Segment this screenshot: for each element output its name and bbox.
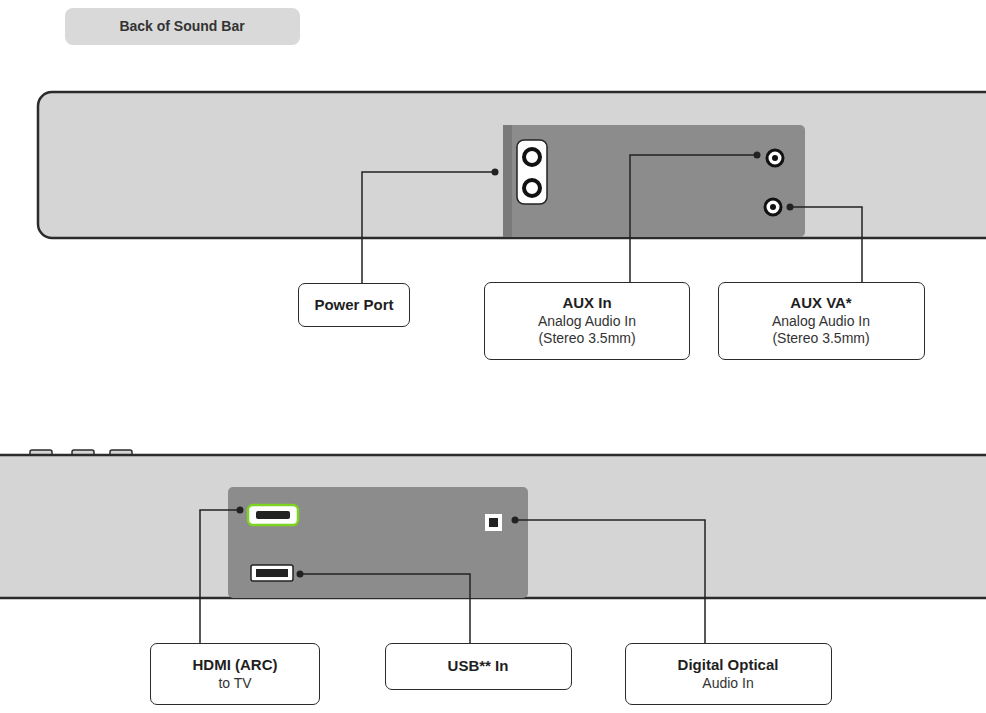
title-band <box>65 8 300 45</box>
leader-line <box>790 207 862 282</box>
sound-bar-body <box>38 92 986 238</box>
audio-jack-hole <box>770 204 776 210</box>
port-name: Digital Optical <box>678 656 779 675</box>
hdmi-slot <box>256 511 290 519</box>
port-description: Audio In <box>702 675 753 693</box>
port-panel <box>503 125 805 237</box>
label-box: AUX InAnalog Audio In (Stereo 3.5mm) <box>484 282 690 360</box>
port-description: Analog Audio In (Stereo 3.5mm) <box>521 313 653 348</box>
leader-line <box>300 574 470 643</box>
leader-dot <box>787 204 794 211</box>
label-box: USB** In <box>385 643 572 690</box>
usb-slot <box>256 569 288 577</box>
leader-dot <box>297 571 304 578</box>
port-panel <box>228 487 528 598</box>
audio-jack-hole <box>772 155 778 161</box>
label-box: AUX VA*Analog Audio In (Stereo 3.5mm) <box>718 282 925 360</box>
leader-dot <box>237 507 244 514</box>
hdmi-port <box>248 505 298 525</box>
leader-line <box>515 520 705 643</box>
power-pin <box>524 180 540 196</box>
sound-bar-body <box>0 455 986 598</box>
panel-edge <box>503 125 512 237</box>
port-name: AUX In <box>562 294 611 313</box>
label-box: Digital OpticalAudio In <box>625 643 832 705</box>
diagram-title: Back of Sound Bar <box>119 18 244 34</box>
leader-dot <box>492 169 499 176</box>
port-name: AUX VA* <box>790 294 851 313</box>
port-description: to TV <box>218 675 251 693</box>
leader-line <box>200 510 240 643</box>
port-description: Analog Audio In (Stereo 3.5mm) <box>755 313 887 348</box>
label-box: HDMI (ARC)to TV <box>150 643 320 705</box>
port-name: USB** In <box>448 657 509 676</box>
audio-jack <box>765 199 781 215</box>
port-name: HDMI (ARC) <box>193 656 278 675</box>
label-box: Power Port <box>298 283 410 327</box>
optical-slot <box>489 518 498 527</box>
power-socket <box>517 140 547 204</box>
leader-dot <box>512 517 519 524</box>
port-name: Power Port <box>314 296 393 315</box>
leader-line <box>630 155 757 282</box>
optical-port <box>485 514 502 531</box>
power-pin <box>524 149 540 165</box>
audio-jack <box>767 150 783 166</box>
leader-line <box>362 172 495 283</box>
leader-dot <box>754 152 761 159</box>
usb-port <box>251 565 293 581</box>
